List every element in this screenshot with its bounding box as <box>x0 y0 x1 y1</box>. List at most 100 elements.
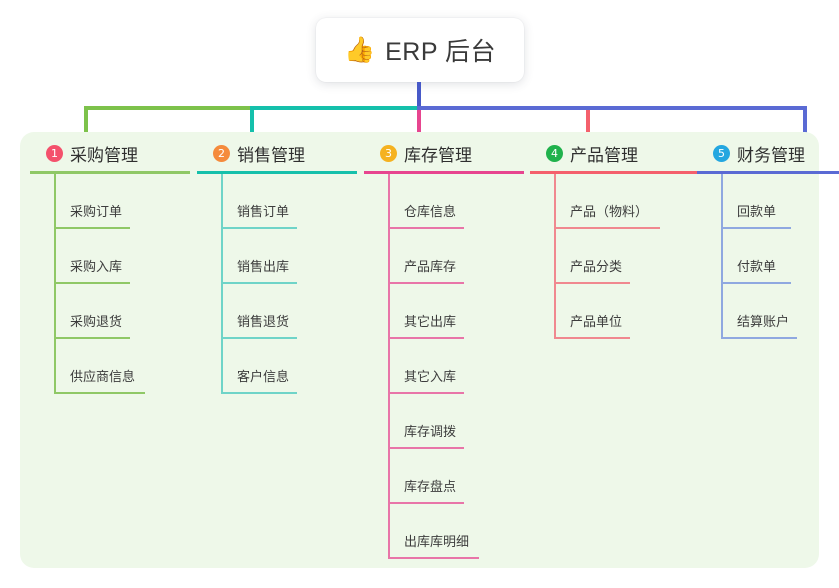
branch-item-rule <box>221 227 297 229</box>
connector-bus-segment-3 <box>417 106 807 110</box>
branch-title: 采购管理 <box>70 145 138 165</box>
connector-drop-3 <box>417 110 421 136</box>
branch-item[interactable]: 结算账户 <box>721 284 839 339</box>
branch-underline <box>197 171 357 174</box>
branch-item-label: 回款单 <box>737 204 777 219</box>
branch-item-rule <box>388 447 464 449</box>
connector-drop-4 <box>586 110 590 136</box>
connector-drop-1 <box>84 110 88 136</box>
branch-item[interactable]: 付款单 <box>721 229 839 284</box>
branch-item-rule <box>54 282 130 284</box>
branch-number-badge: 3 <box>380 144 397 162</box>
branch-item-rule <box>54 227 130 229</box>
branch-item[interactable]: 其它入库 <box>388 339 524 394</box>
branch-item-label: 采购订单 <box>70 204 123 219</box>
branch-item[interactable]: 销售退货 <box>221 284 357 339</box>
branch-item-rule <box>221 392 297 394</box>
branch-item-rule <box>54 392 145 394</box>
branch-item[interactable]: 客户信息 <box>221 339 357 394</box>
branch-item-label: 付款单 <box>737 259 777 274</box>
branch-item-label: 销售订单 <box>237 204 290 219</box>
branch-title: 产品管理 <box>570 145 638 165</box>
branch-item[interactable]: 出库库明细 <box>388 504 524 559</box>
branch-item[interactable]: 采购订单 <box>54 174 190 229</box>
branch-column-inventory: 3 库存管理仓库信息产品库存其它出库其它入库库存调拨库存盘点出库库明细 <box>364 140 524 559</box>
branch-item-rule <box>388 227 464 229</box>
branch-item[interactable]: 采购退货 <box>54 284 190 339</box>
branch-item-label: 库存调拨 <box>404 424 457 439</box>
branch-underline <box>30 171 190 174</box>
branch-item-label: 产品（物料） <box>570 204 649 219</box>
branch-item-label: 产品库存 <box>404 259 457 274</box>
branch-trunk-line <box>221 174 223 394</box>
root-node-card[interactable]: 👍 ERP 后台 <box>316 18 524 82</box>
branch-item-label: 仓库信息 <box>404 204 457 219</box>
connector-drop-2 <box>250 110 254 136</box>
branch-header-sales[interactable]: 2 销售管理 <box>197 140 357 166</box>
branch-item-rule <box>721 337 797 339</box>
branch-header-inventory[interactable]: 3 库存管理 <box>364 140 524 166</box>
branch-item-rule <box>388 282 464 284</box>
thumbs-up-icon: 👍 <box>343 35 376 64</box>
branch-item-rule <box>554 337 630 339</box>
branch-item-list: 仓库信息产品库存其它出库其它入库库存调拨库存盘点出库库明细 <box>388 174 524 559</box>
branch-item-label: 采购退货 <box>70 314 123 329</box>
branch-title: 销售管理 <box>237 145 305 165</box>
connector-bus-segment-2 <box>250 106 417 110</box>
branch-item-rule <box>221 337 297 339</box>
branch-item-rule <box>388 337 464 339</box>
branch-item[interactable]: 回款单 <box>721 174 839 229</box>
branch-item[interactable]: 采购入库 <box>54 229 190 284</box>
branch-underline <box>364 171 524 174</box>
branch-item[interactable]: 销售订单 <box>221 174 357 229</box>
branch-item-rule <box>54 337 130 339</box>
branch-item[interactable]: 仓库信息 <box>388 174 524 229</box>
root-node-title: ERP 后台 <box>385 38 497 66</box>
branch-item-label: 产品单位 <box>570 314 623 329</box>
branch-number-badge: 4 <box>546 144 563 162</box>
branch-item[interactable]: 供应商信息 <box>54 339 190 394</box>
branch-item[interactable]: 产品分类 <box>554 229 700 284</box>
branch-item-label: 其它出库 <box>404 314 457 329</box>
branch-item[interactable]: 其它出库 <box>388 284 524 339</box>
branch-header-product[interactable]: 4 产品管理 <box>530 140 700 166</box>
branch-item-label: 采购入库 <box>70 259 123 274</box>
branch-item-rule <box>388 392 464 394</box>
branch-column-purchase: 1 采购管理采购订单采购入库采购退货供应商信息 <box>30 140 190 394</box>
branch-title: 库存管理 <box>404 145 472 165</box>
branch-column-sales: 2 销售管理销售订单销售出库销售退货客户信息 <box>197 140 357 394</box>
root-stem-line <box>417 82 421 108</box>
branch-item-list: 产品（物料） 产品分类产品单位 <box>554 174 700 339</box>
branch-item-label: 结算账户 <box>737 314 790 329</box>
branch-item-rule <box>554 227 660 229</box>
branch-item-label: 销售出库 <box>237 259 290 274</box>
branch-item[interactable]: 产品单位 <box>554 284 700 339</box>
branch-item-label: 销售退货 <box>237 314 290 329</box>
connector-bus-segment-1 <box>84 106 250 110</box>
branch-item-rule <box>388 502 464 504</box>
branch-number-badge: 1 <box>46 144 63 162</box>
branch-item[interactable]: 产品（物料） <box>554 174 700 229</box>
branch-trunk-line <box>54 174 56 394</box>
branch-item[interactable]: 库存调拨 <box>388 394 524 449</box>
branch-item-label: 出库库明细 <box>404 534 470 549</box>
branch-number-badge: 2 <box>213 144 230 162</box>
branch-header-purchase[interactable]: 1 采购管理 <box>30 140 190 166</box>
branch-column-product: 4 产品管理产品（物料） 产品分类产品单位 <box>530 140 700 339</box>
branch-trunk-line <box>388 174 390 559</box>
branch-item-list: 采购订单采购入库采购退货供应商信息 <box>54 174 190 394</box>
branch-underline <box>530 171 700 174</box>
branch-item-label: 库存盘点 <box>404 479 457 494</box>
branch-item[interactable]: 产品库存 <box>388 229 524 284</box>
branch-item[interactable]: 销售出库 <box>221 229 357 284</box>
branch-trunk-line <box>554 174 556 339</box>
branch-item-rule <box>554 282 630 284</box>
branch-item-label: 供应商信息 <box>70 369 136 384</box>
connector-drop-5 <box>803 110 807 136</box>
branch-underline <box>697 171 839 174</box>
branch-item[interactable]: 库存盘点 <box>388 449 524 504</box>
branch-item-list: 回款单付款单结算账户 <box>721 174 839 339</box>
